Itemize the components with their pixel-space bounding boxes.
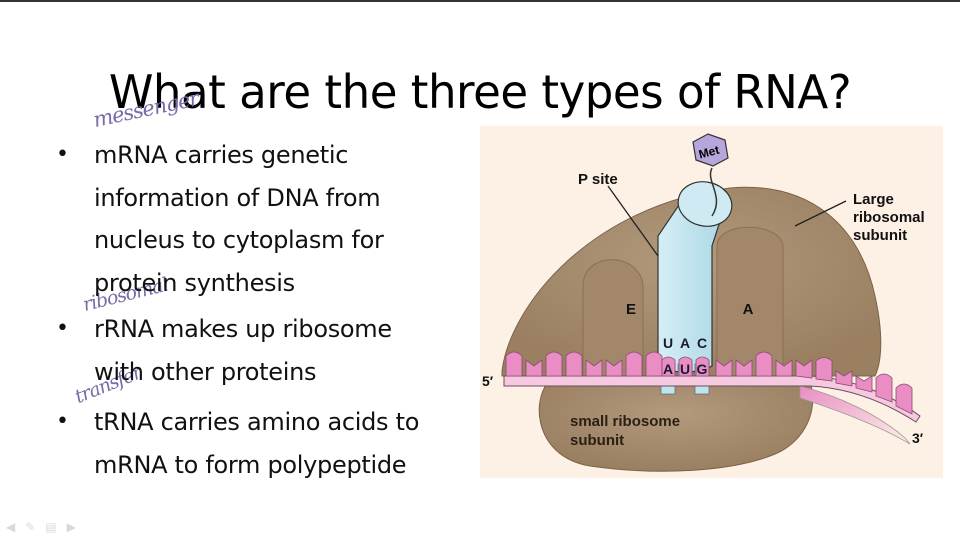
p-site-pointer [607, 185, 659, 257]
codon-3: G [697, 361, 708, 377]
mrna-nucleotides [505, 351, 913, 415]
met-label: Met [697, 143, 721, 162]
ribosome-diagram: Met P site Large ribosomal subunit E A [480, 126, 943, 478]
bullet-line: mRNA to form polypeptide [94, 450, 407, 479]
e-site-slot [582, 259, 644, 377]
bullet-line: mRNA carries genetic [94, 141, 349, 169]
five-prime-label: 5′ [482, 373, 494, 389]
e-site-label: E [626, 301, 636, 318]
large-subunit-pointer [794, 200, 847, 227]
back-icon[interactable]: ◀ [6, 520, 16, 534]
p-site-label: P site [578, 171, 618, 188]
slideshow-controls: ◀ ✎ ▤ ▶ [6, 520, 76, 534]
small-subunit-label-1: small ribosome [570, 413, 680, 430]
anticodon-3: C [697, 335, 707, 351]
a-site-slot [716, 226, 784, 377]
small-subunit-label-2: subunit [570, 432, 624, 449]
slide-title: What are the three types of RNA? [108, 64, 852, 119]
forward-icon[interactable]: ▶ [66, 520, 76, 534]
menu-icon[interactable]: ▤ [45, 520, 57, 534]
anticodon-1: U [663, 335, 673, 351]
bullet-line: with other proteins [94, 357, 317, 386]
bullet-dot: • [56, 142, 69, 167]
bullet-dot: • [56, 409, 69, 434]
bullet-list: • mRNA carries genetic information of DN… [56, 134, 476, 486]
anticodon-2: A [680, 335, 690, 351]
bullet-line: rRNA makes up ribosome [94, 315, 392, 343]
large-subunit-label-3: subunit [853, 227, 907, 244]
codon-1: A [663, 361, 673, 377]
bullet-mrna: • mRNA carries genetic information of DN… [56, 134, 476, 304]
bullet-line: tRNA carries amino acids to [94, 408, 420, 436]
met-hexagon [692, 133, 729, 167]
large-subunit-label-2: ribosomal [853, 209, 925, 226]
top-border [0, 0, 960, 2]
met-linker [709, 167, 718, 217]
bullet-line: nucleus to cytoplasm for [94, 226, 384, 254]
pen-icon[interactable]: ✎ [25, 520, 36, 534]
trna-top [677, 181, 733, 227]
a-site-label: A [743, 301, 754, 318]
bullet-rrna: • rRNA makes up ribosome with other prot… [56, 308, 476, 393]
bullet-line: protein synthesis [94, 268, 295, 297]
bullet-trna: • tRNA carries amino acids to mRNA to fo… [56, 401, 476, 486]
large-subunit-label-1: Large [853, 191, 894, 208]
codon-2: U [680, 361, 690, 377]
bullet-dot: • [56, 316, 69, 341]
small-subunit [538, 375, 814, 472]
three-prime-label: 3′ [912, 430, 924, 446]
mrna-tail [799, 385, 911, 445]
bullet-line: information of DNA from [94, 183, 381, 212]
